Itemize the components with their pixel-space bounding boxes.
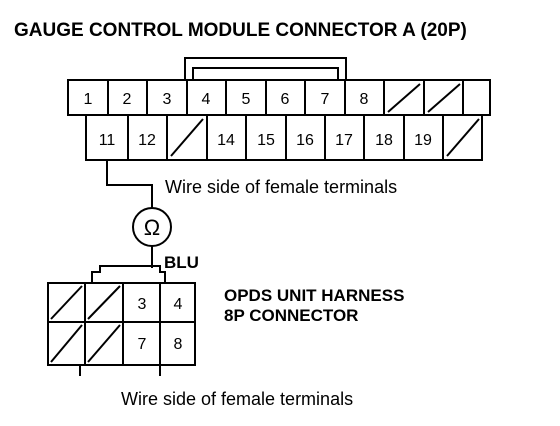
pin-label: 12 <box>138 132 156 149</box>
connector-b <box>47 265 196 376</box>
connector-a-wire-side-note: Wire side of female terminals <box>165 177 397 197</box>
pin-label: 3 <box>163 91 172 108</box>
pin-label: 6 <box>281 91 290 108</box>
connector-a-bottom-row-labels: 11 12 14 15 16 17 18 19 <box>99 132 432 149</box>
connector-b-blank-cell-2 <box>87 285 121 320</box>
connector-b-blank-cell-6 <box>87 324 121 363</box>
connector-b-title-line2: 8P CONNECTOR <box>224 306 358 325</box>
pin-label: 4 <box>202 91 211 108</box>
connector-b-blank-cell-5 <box>50 324 83 363</box>
connector-a-bottom-dividers <box>127 115 444 160</box>
pin-label: 14 <box>217 132 235 149</box>
pin-label: 3 <box>138 296 147 313</box>
test-wiring <box>106 160 172 268</box>
connector-a <box>67 57 491 161</box>
pin-label: 7 <box>321 91 330 108</box>
pin-label: 8 <box>360 91 369 108</box>
connector-a-blank-cell-20 <box>446 118 480 157</box>
pin-label: 18 <box>375 132 393 149</box>
pin-label: 2 <box>123 91 132 108</box>
connector-b-latch <box>91 265 166 283</box>
pin-label: 17 <box>335 132 353 149</box>
connector-b-labels: 3 4 7 8 <box>138 296 183 353</box>
probe-wire-upper <box>106 160 153 208</box>
ohm-symbol: Ω <box>144 215 160 240</box>
connector-a-latch <box>184 57 347 80</box>
connector-a-top-row-labels: 1 2 3 4 5 6 7 8 <box>84 91 369 108</box>
pin-label: 19 <box>414 132 432 149</box>
pin-label: 16 <box>296 132 314 149</box>
connector-b-frame <box>47 282 196 366</box>
pin-label: 1 <box>84 91 93 108</box>
connector-b-title-line1: OPDS UNIT HARNESS <box>224 286 404 305</box>
connector-a-blank-cell-9 <box>387 83 421 113</box>
connector-a-blank-cell-13 <box>170 118 204 157</box>
pin-label: 11 <box>99 132 116 149</box>
pin-label: 15 <box>257 132 275 149</box>
connector-a-blank-cell-10 <box>427 83 461 113</box>
pin-label: 4 <box>174 296 183 313</box>
connector-a-top-dividers <box>107 80 464 115</box>
connector-b-wire-side-note: Wire side of female terminals <box>121 389 353 409</box>
wire-color-label: BLU <box>164 253 199 272</box>
diagram-title: GAUGE CONTROL MODULE CONNECTOR A (20P) <box>14 20 467 41</box>
pin-label: 5 <box>242 91 251 108</box>
connector-b-blank-cell-1 <box>50 285 83 320</box>
pin-label: 8 <box>174 336 183 353</box>
pin-label: 7 <box>138 336 147 353</box>
